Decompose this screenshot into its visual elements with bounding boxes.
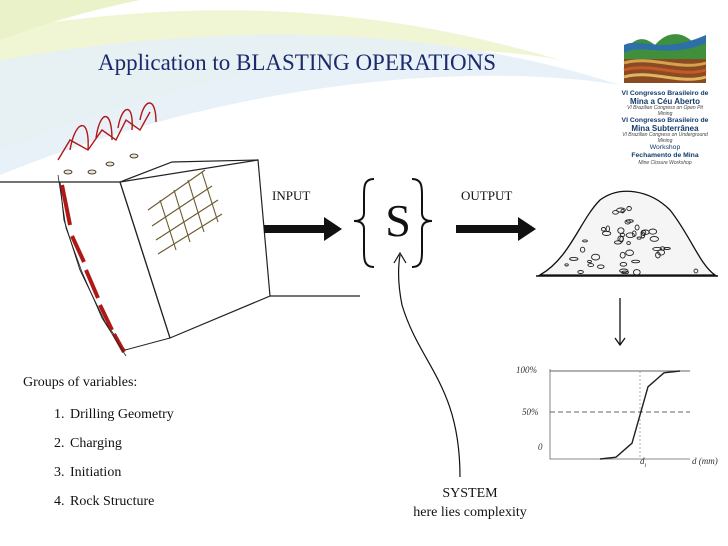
groups-list: Drilling Geometry Charging Initiation Ro… [36, 400, 174, 516]
pebble-mark [597, 264, 605, 269]
pebble-mark [625, 249, 634, 257]
logo-line-3: VI Brazilian Congress on Open Pit Mining [627, 105, 703, 118]
system-caption: SYSTEM here lies complexity [390, 484, 550, 522]
logo-line-6: VI Brazilian Congress on Underground Min… [622, 132, 708, 145]
list-item: Drilling Geometry [68, 400, 174, 429]
pebble-mark [582, 239, 588, 243]
logo-line-7: Workshop [649, 144, 681, 152]
pebble-mark [626, 241, 631, 246]
bench-blast-diagram [0, 102, 360, 357]
pebble-mark [626, 206, 632, 211]
output-arrow-icon [456, 217, 536, 241]
pebble-mark [621, 270, 629, 275]
congress-logo: VI Congresso Brasileiro de Mina a Céu Ab… [620, 25, 710, 166]
pebble-mark [619, 251, 626, 259]
system-caption-note: here lies complexity [413, 505, 527, 520]
logo-emblem-icon [623, 34, 707, 83]
pebble-mark [600, 227, 607, 232]
pebble-mark [624, 219, 631, 225]
pebble-mark [620, 208, 625, 214]
pebble-mark [648, 228, 658, 235]
pebble-mark [631, 259, 641, 264]
pebble-mark [693, 268, 699, 274]
y-tick-100: 100% [516, 365, 537, 375]
system-symbol: S [385, 195, 411, 246]
pebble-mark [632, 269, 641, 276]
flow-arrows [264, 217, 536, 241]
grading-curve-series [599, 370, 681, 460]
pebble-mark [616, 207, 626, 213]
y-tick-0: 0 [538, 442, 543, 452]
logo-line-9: Mine Closure Workshop [638, 159, 692, 166]
pebble-mark [591, 253, 601, 261]
groups-heading: Groups of variables: [23, 375, 138, 390]
list-item: Rock Structure [68, 487, 174, 516]
pebble-mark [577, 270, 584, 274]
logo-line-1: VI Congresso Brasileiro de [621, 90, 709, 97]
page-title: Application to BLASTING OPERATIONS [98, 50, 497, 75]
pebble-mark [564, 263, 569, 267]
pebble-mark [613, 240, 622, 245]
pebble-mark [619, 261, 628, 267]
system-brackets [353, 178, 433, 268]
pebble-mark [587, 263, 595, 268]
pebble-mark [579, 246, 586, 253]
system-pointer-arrow [393, 251, 461, 478]
pebble-mark [617, 227, 625, 234]
pebble-mark [663, 247, 671, 250]
muckpile-illustration [536, 190, 718, 277]
x-marker-di: di [640, 456, 647, 469]
pebble-mark [619, 268, 629, 274]
pebble-mark [625, 219, 634, 223]
logo-line-4: VI Congresso Brasileiro de [621, 117, 709, 125]
list-item: Initiation [68, 458, 174, 487]
pebble-mark [587, 259, 592, 264]
pebble-mark [569, 256, 579, 261]
pebble-mark [612, 210, 619, 215]
logo-line-8: Fechamento de Mina [631, 151, 699, 159]
grading-curve-chart [549, 369, 690, 460]
pebble-mark [634, 224, 640, 231]
pebble-mark [652, 246, 662, 252]
pebble-mark [659, 246, 666, 251]
pebble-mark [640, 231, 646, 239]
list-item: Charging [68, 429, 174, 458]
system-caption-title: SYSTEM [442, 486, 498, 501]
pebble-mark [636, 236, 642, 240]
down-arrow-icon [614, 298, 626, 347]
output-label: OUTPUT [461, 188, 513, 203]
y-tick-50: 50% [522, 407, 539, 417]
input-label: INPUT [272, 188, 311, 203]
input-arrow-icon [264, 217, 342, 241]
pebble-mark [601, 230, 612, 236]
logo-line-2: Mina a Céu Aberto [630, 96, 700, 106]
x-axis-label: d (mm) [692, 456, 718, 466]
pebble-mark [625, 232, 635, 239]
pebble-mark [649, 236, 659, 242]
logo-line-5: Mina Subterrânea [631, 123, 699, 133]
